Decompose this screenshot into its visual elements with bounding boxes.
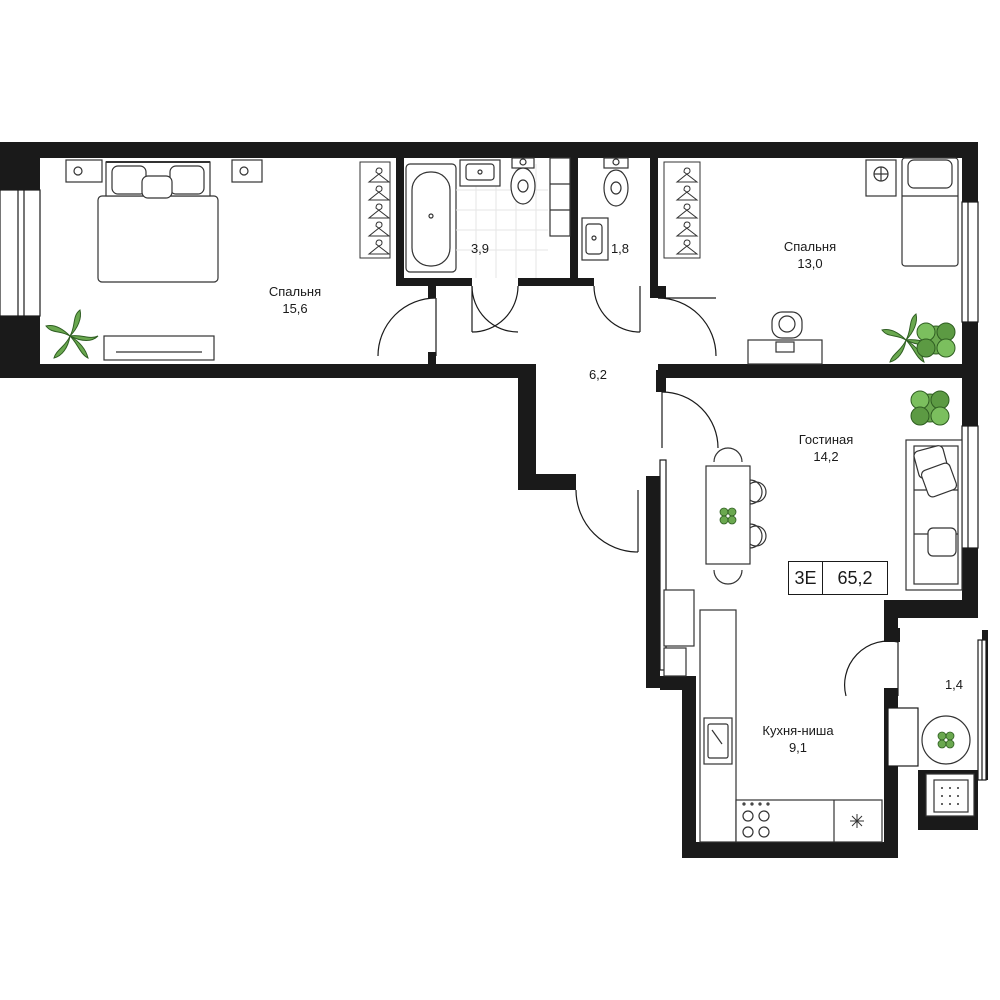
sofa-icon	[905, 439, 963, 591]
washbasin-icon	[581, 217, 609, 261]
room-label-toilet: 1,8	[600, 240, 640, 257]
kitchen-sink-icon	[703, 717, 733, 765]
bathtub-icon	[405, 163, 457, 273]
plant-icon	[45, 309, 99, 359]
room-name: Спальня	[268, 284, 322, 299]
shelf-icon	[549, 157, 571, 237]
table-plant-icon	[719, 507, 737, 525]
room-area: 6,2	[588, 367, 608, 382]
room-name: Кухня-ниша	[762, 723, 834, 738]
room-area: 14,2	[813, 449, 839, 464]
room-label-bedroom-right: Спальня 13,0	[765, 238, 855, 272]
bed-single-icon	[865, 157, 959, 267]
stove-icon	[742, 802, 770, 838]
toilet-small-icon	[603, 157, 629, 207]
room-area: 13,0	[797, 256, 823, 271]
wardrobe-right-icon	[663, 161, 701, 259]
room-label-bathroom: 3,9	[460, 240, 500, 257]
room-name: Спальня	[783, 239, 837, 254]
apartment-type: 3Е	[789, 562, 823, 594]
balcony-table-icon	[921, 715, 971, 765]
toilet-icon	[510, 157, 536, 205]
armchair-icon	[925, 773, 975, 817]
apartment-badge: 3Е 65,2	[788, 561, 888, 595]
balcony-plant-icon	[937, 731, 955, 749]
windows	[0, 189, 987, 781]
room-area: 9,1	[788, 740, 808, 755]
plant-icon	[910, 390, 950, 426]
room-area: 1,8	[610, 241, 630, 256]
dresser-icon	[103, 335, 215, 361]
dining-table-icon	[705, 447, 767, 585]
room-label-bedroom-left: Спальня 15,6	[250, 283, 340, 317]
desk-icon	[747, 311, 823, 365]
room-area: 1,4	[944, 677, 964, 692]
doors	[377, 285, 899, 697]
room-label-hallway: 6,2	[578, 366, 618, 383]
wardrobe-left-icon	[359, 161, 391, 259]
room-area: 3,9	[470, 241, 490, 256]
room-area: 15,6	[282, 301, 308, 316]
bed-double-icon	[65, 159, 263, 283]
kitchen-counter-icon	[663, 589, 883, 843]
room-label-balcony: 1,4	[934, 676, 974, 693]
room-label-living: Гостиная 14,2	[776, 431, 876, 465]
total-area: 65,2	[837, 567, 873, 588]
plant-icon	[916, 322, 956, 358]
room-label-kitchen: Кухня-ниша 9,1	[748, 722, 848, 756]
sink-icon	[459, 159, 501, 187]
fridge-icon	[850, 814, 864, 828]
room-name: Гостиная	[798, 432, 854, 447]
